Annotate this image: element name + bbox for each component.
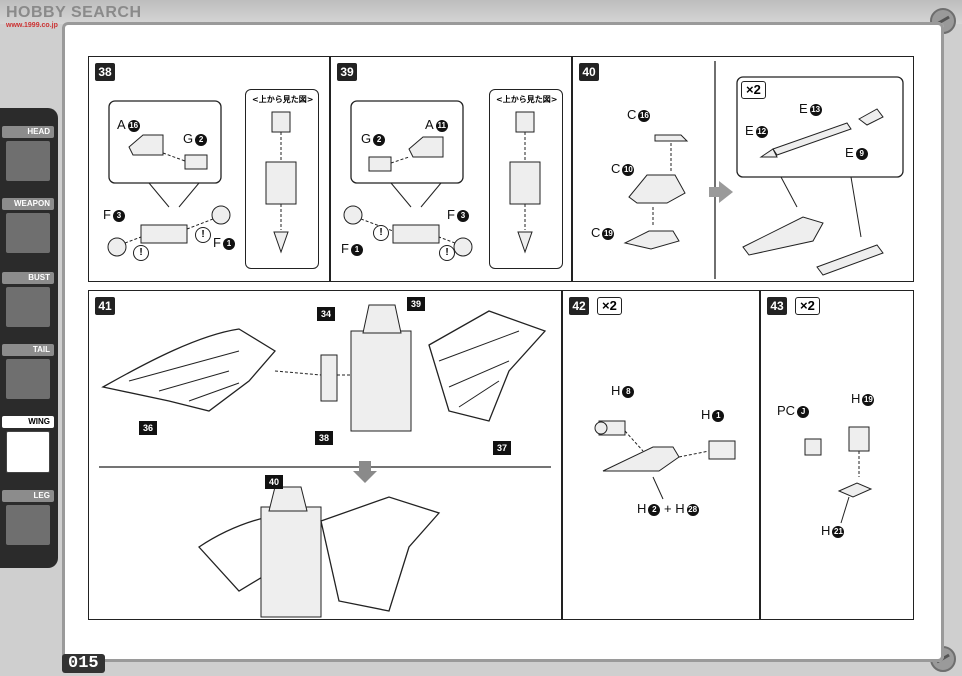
sidebar-item-label: TAIL xyxy=(2,344,54,356)
watermark-sub: www.1999.co.jp xyxy=(6,22,58,29)
step-number: 41 xyxy=(95,297,115,315)
callout-number: 40 xyxy=(265,475,283,489)
top-band xyxy=(0,0,962,24)
arrow-right-icon xyxy=(709,181,733,203)
step-number: 39 xyxy=(337,63,357,81)
top-view-label: <上から見た図> xyxy=(496,94,558,105)
top-view-label: <上から見た図> xyxy=(252,94,314,105)
step-41-drawing xyxy=(99,304,551,618)
quantity-badge: ×2 xyxy=(741,81,766,99)
watermark: HOBBY SEARCH www.1999.co.jp xyxy=(6,4,142,29)
warning-icon: ! xyxy=(195,227,211,243)
sidebar-item-weapon[interactable]: WEAPON xyxy=(2,198,54,260)
step-number: 43 xyxy=(767,297,787,315)
sidebar-item-tail[interactable]: TAIL xyxy=(2,344,54,406)
callout-number: 38 xyxy=(315,431,333,445)
head-icon xyxy=(6,141,50,181)
sidebar-item-label: WING xyxy=(2,416,54,428)
step-38-drawing xyxy=(107,100,231,257)
step-42-drawing xyxy=(594,420,736,500)
step-39-drawing xyxy=(343,100,473,257)
tail-icon xyxy=(6,359,50,399)
callout-number: 34 xyxy=(317,307,335,321)
warning-icon: ! xyxy=(133,245,149,261)
step-number: 38 xyxy=(95,63,115,81)
watermark-text: HOBBY SEARCH xyxy=(6,4,142,21)
arrow-down-icon xyxy=(353,461,377,483)
step-number: 40 xyxy=(579,63,599,81)
sidebar-item-label: BUST xyxy=(2,272,54,284)
quantity-badge: ×2 xyxy=(795,297,820,315)
sidebar-item-label: LEG xyxy=(2,490,54,502)
step-number: 42 xyxy=(569,297,589,315)
step-40-drawing xyxy=(623,61,904,279)
warning-icon: ! xyxy=(439,245,455,261)
top-view-drawing xyxy=(265,111,297,254)
sidebar-item-head[interactable]: HEAD xyxy=(2,126,54,188)
callout-number: 36 xyxy=(139,421,157,435)
step-43-drawing xyxy=(804,426,873,524)
callout-number: 37 xyxy=(493,441,511,455)
sidebar-item-leg[interactable]: LEG xyxy=(2,490,54,552)
sidebar-item-bust[interactable]: BUST xyxy=(2,272,54,334)
section-sidebar: HEAD WEAPON BUST TAIL WING LEG xyxy=(0,108,58,568)
wing-icon xyxy=(6,431,50,473)
sidebar-item-label: WEAPON xyxy=(2,198,54,210)
weapon-icon xyxy=(6,213,50,253)
top-view-drawing xyxy=(509,111,541,254)
bust-icon xyxy=(6,287,50,327)
top-view-box: <上から見た図> xyxy=(245,89,319,269)
page-number: 015 xyxy=(62,654,105,673)
sidebar-item-label: HEAD xyxy=(2,126,54,138)
step-41-panel: 41 34 39 36 38 37 40 xyxy=(88,290,562,620)
leg-icon xyxy=(6,505,50,545)
quantity-badge: ×2 xyxy=(597,297,622,315)
callout-number: 39 xyxy=(407,297,425,311)
top-view-box: <上から見た図> xyxy=(489,89,563,269)
sidebar-item-wing[interactable]: WING xyxy=(2,416,54,478)
warning-icon: ! xyxy=(373,225,389,241)
